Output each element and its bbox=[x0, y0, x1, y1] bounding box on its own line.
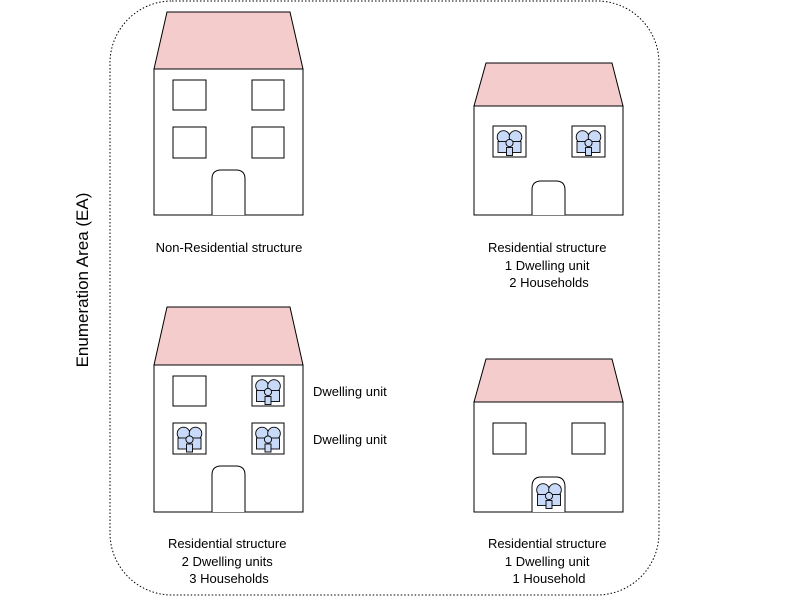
caption-line: 2 Dwelling units bbox=[182, 554, 274, 569]
building-caption: Residential structure 2 Dwelling units 3… bbox=[168, 536, 290, 586]
door bbox=[211, 169, 246, 215]
caption-line: Residential structure bbox=[488, 240, 607, 255]
building-residential-2-households: Residential structure 1 Dwelling unit 2 … bbox=[473, 62, 624, 290]
caption-line: 1 Dwelling unit bbox=[505, 554, 590, 569]
building-non-residential: Non-Residential structure bbox=[153, 11, 304, 255]
window bbox=[571, 422, 606, 455]
family-icon bbox=[496, 130, 523, 156]
dwelling-unit-annotation: Dwelling unit bbox=[313, 432, 387, 447]
caption-line: Residential structure bbox=[168, 536, 287, 551]
building-residential-3-households: Dwelling unit Dwelling unit Residential … bbox=[153, 306, 387, 586]
family-icon bbox=[176, 426, 203, 453]
building-caption: Non-Residential structure bbox=[156, 240, 303, 255]
caption-line: 3 Households bbox=[189, 571, 269, 586]
window bbox=[251, 126, 285, 159]
caption-line: Residential structure bbox=[488, 536, 607, 551]
door bbox=[211, 465, 246, 512]
caption-line: 2 Households bbox=[509, 275, 589, 290]
caption-line: 1 Household bbox=[513, 571, 586, 586]
building-residential-1-household: Residential structure 1 Dwelling unit 1 … bbox=[473, 358, 624, 586]
dwelling-unit-annotation: Dwelling unit bbox=[313, 384, 387, 399]
window bbox=[492, 422, 527, 455]
door bbox=[531, 180, 566, 215]
window bbox=[172, 79, 207, 111]
roof bbox=[473, 358, 624, 403]
caption-line: 1 Dwelling unit bbox=[505, 258, 590, 273]
window bbox=[172, 126, 207, 159]
roof bbox=[153, 11, 304, 70]
building-caption: Residential structure 1 Dwelling unit 1 … bbox=[488, 536, 610, 586]
window bbox=[251, 79, 285, 111]
family-icon bbox=[255, 379, 281, 405]
family-icon bbox=[575, 130, 602, 156]
roof bbox=[473, 62, 624, 107]
window bbox=[172, 375, 207, 407]
enumeration-area-label: Enumeration Area (EA) bbox=[73, 193, 92, 368]
enumeration-area-boundary bbox=[109, 0, 660, 596]
caption-line: Non-Residential structure bbox=[156, 240, 303, 255]
building-caption: Residential structure 1 Dwelling unit 2 … bbox=[488, 240, 610, 290]
family-icon bbox=[255, 426, 281, 453]
roof bbox=[153, 306, 304, 366]
family-icon bbox=[536, 483, 562, 509]
